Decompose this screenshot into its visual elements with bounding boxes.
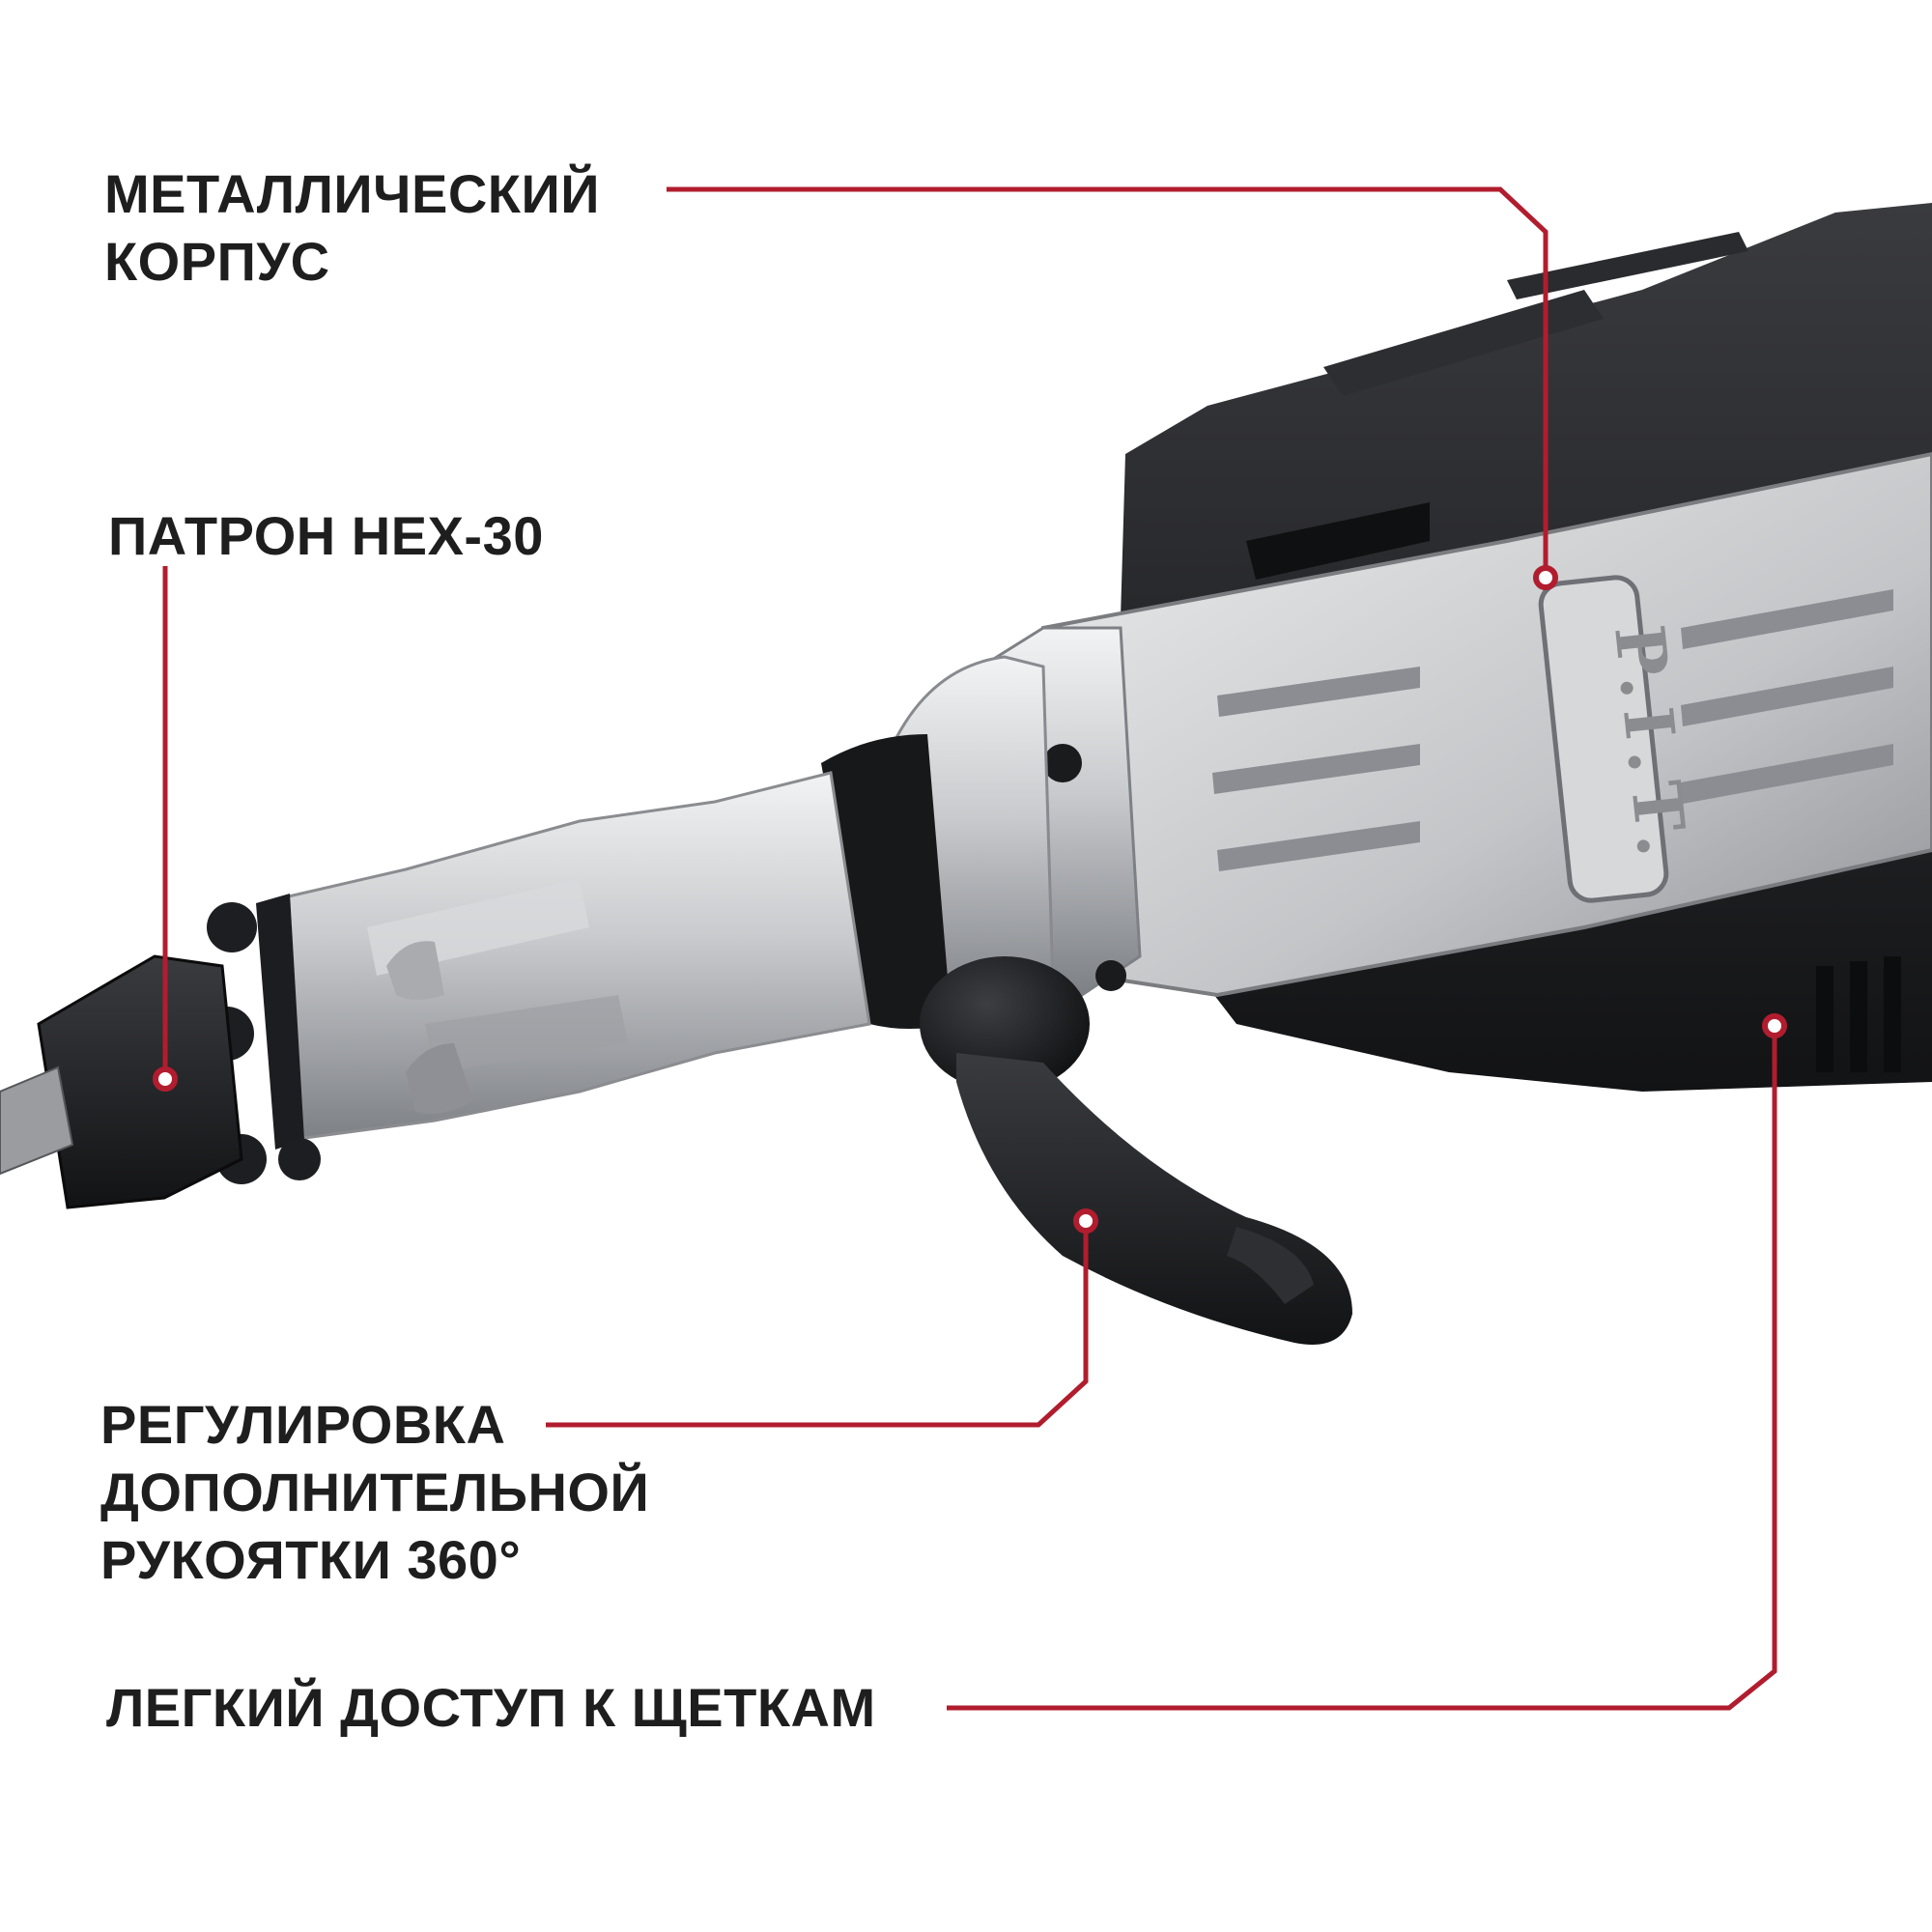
callout-markers — [153, 565, 1787, 1234]
callout-brushes-line-1: ЛЕГКИЙ ДОСТУП К ЩЕТКАМ — [106, 1677, 876, 1738]
side-handle — [956, 1053, 1352, 1345]
callout-handle: РЕГУЛИРОВКА ДОПОЛНИТЕЛЬНОЙ РУКОЯТКИ 360° — [100, 1391, 649, 1594]
marker-handle — [1073, 1208, 1098, 1234]
marker-brushes — [1762, 1013, 1787, 1038]
leader-metal-body — [667, 186, 1548, 572]
callout-lines — [162, 186, 1777, 1711]
callout-metal-body: МЕТАЛЛИЧЕСКИЙ КОРПУС — [104, 160, 600, 296]
callout-brushes: ЛЕГКИЙ ДОСТУП К ЩЕТКАМ — [106, 1674, 876, 1742]
leader-handle — [546, 1221, 1089, 1428]
callout-handle-line-3: РУКОЯТКИ 360° — [100, 1529, 522, 1590]
marker-chuck — [153, 1066, 178, 1092]
barrel — [278, 771, 871, 1142]
marker-metal-body — [1533, 565, 1558, 590]
callout-metal-body-line-1: МЕТАЛЛИЧЕСКИЙ — [104, 163, 600, 224]
demolition-hammer: P.I.T. — [0, 203, 1932, 1345]
callout-metal-body-line-2: КОРПУС — [104, 231, 330, 292]
chuck-block — [37, 954, 243, 1209]
callout-handle-line-1: РЕГУЛИРОВКА — [100, 1394, 506, 1455]
leader-brushes — [947, 1026, 1777, 1711]
chisel-bit — [0, 1065, 74, 1176]
callout-chuck: ПАТРОН HEX-30 — [108, 502, 544, 570]
callout-handle-line-2: ДОПОЛНИТЕЛЬНОЙ — [100, 1462, 650, 1522]
callout-chuck-line-1: ПАТРОН HEX-30 — [108, 505, 544, 566]
rubber-ring — [821, 734, 952, 1029]
